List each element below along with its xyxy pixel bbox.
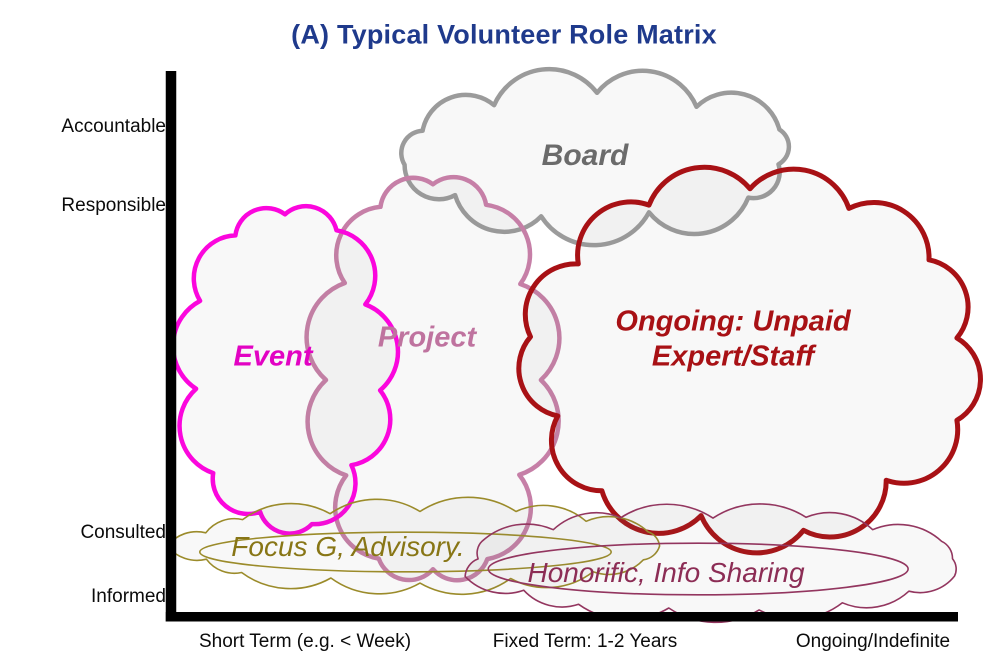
x-axis-label-fixed-term: Fixed Term: 1-2 Years <box>492 631 678 652</box>
project-cloud-shape <box>304 174 562 583</box>
honorific-info-sharing-cloud-shape <box>464 503 957 624</box>
focus-group-advisory-inner-line <box>198 531 612 573</box>
focus-group-advisory-cloud-shape <box>166 496 661 596</box>
board-cloud-shape <box>399 66 792 248</box>
y-axis-label-informed: Informed <box>91 586 166 607</box>
y-axis-label-responsible: Responsible <box>61 195 166 216</box>
x-axis-label-short-term: Short Term (e.g. < Week) <box>198 631 412 652</box>
project-cloud-label: Project <box>377 321 477 354</box>
honorific-cloud-label: Honorific, Info Sharing <box>527 557 805 588</box>
focus-advisory-ellipse-label: Focus G, Advisory. <box>231 531 465 562</box>
ongoing-unpaid-expert-staff-cloud-shape <box>516 164 983 556</box>
board-cloud-label: Board <box>541 139 629 172</box>
x-axis-label-ongoing: Ongoing/Indefinite <box>795 631 951 652</box>
event-cloud-label: Event <box>233 340 313 373</box>
ongoing-cloud-label-line1: Ongoing: Unpaid <box>615 305 851 338</box>
y-axis-label-consulted: Consulted <box>80 522 166 543</box>
event-cloud-shape <box>170 203 401 536</box>
clouds-layer <box>166 66 983 624</box>
axes <box>165 71 958 622</box>
y-axis-label-accountable: Accountable <box>61 116 166 137</box>
ongoing-cloud-label: Ongoing: Unpaid Expert/Staff <box>615 305 850 376</box>
diagram-title: (A) Typical Volunteer Role Matrix <box>291 19 717 50</box>
honorific-info-sharing-inner-line <box>487 542 909 596</box>
ongoing-cloud-label-line2: Expert/Staff <box>651 341 815 373</box>
